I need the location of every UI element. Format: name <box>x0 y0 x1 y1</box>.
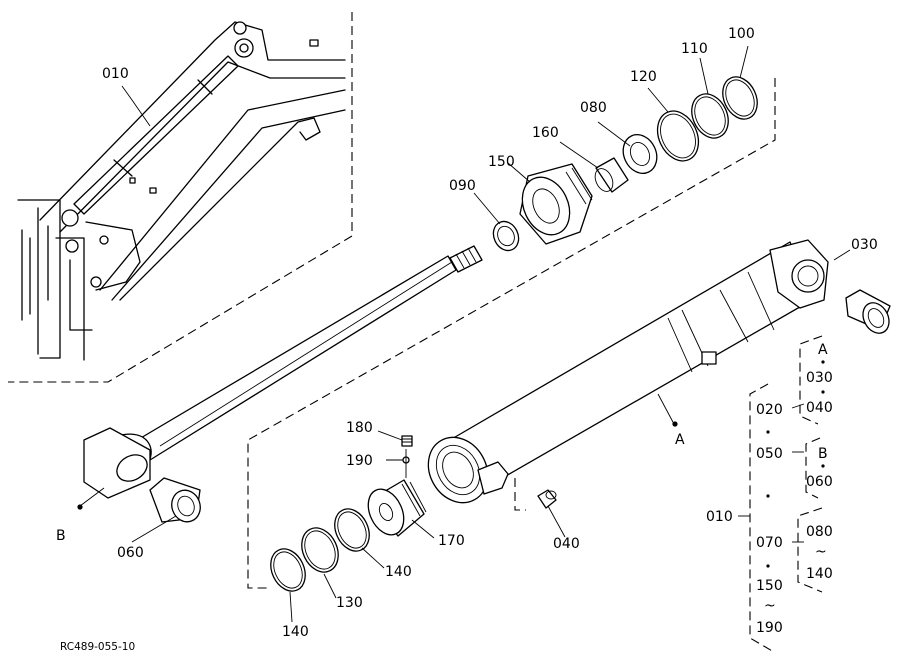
label-140-lower: 140 <box>282 624 309 640</box>
legend-020: 020 <box>756 402 783 418</box>
boom-inset-illustration <box>8 12 353 383</box>
grease-fitting-040 <box>537 489 557 509</box>
point-b-dot <box>77 504 83 510</box>
seal-090 <box>492 220 520 252</box>
setscrew-180 <box>401 435 413 447</box>
label-180: 180 <box>346 420 373 436</box>
label-090: 090 <box>449 178 476 194</box>
legend-tilde-2: ~ <box>815 544 827 560</box>
assembly-legend: 010 020 050 070 150 ~ 190 A 030 040 B 06… <box>706 335 833 653</box>
legend-150: 150 <box>756 578 783 594</box>
ring-140-lower <box>270 548 306 592</box>
label-point-b: B <box>56 528 66 544</box>
ring-100 <box>722 76 758 120</box>
label-190: 190 <box>346 453 373 469</box>
cylinder-tube <box>427 239 829 504</box>
legend-b-head: B <box>818 446 828 462</box>
ring-130 <box>301 527 339 573</box>
label-130: 130 <box>336 595 363 611</box>
legend-a-040: 040 <box>806 400 833 416</box>
rod-cover-150 <box>519 163 593 245</box>
point-a-dot <box>672 421 678 427</box>
label-040: 040 <box>553 536 580 552</box>
label-080: 080 <box>580 100 607 116</box>
legend-root-010: 010 <box>706 509 733 525</box>
bushing-030 <box>845 289 891 334</box>
label-170: 170 <box>438 533 465 549</box>
label-point-a: A <box>675 432 685 448</box>
legend-070: 070 <box>756 535 783 551</box>
bushing-160 <box>594 157 629 193</box>
label-160: 160 <box>532 125 559 141</box>
tube-group-frame <box>514 478 526 511</box>
drawing-reference: RC489-055-10 <box>60 641 135 653</box>
label-060: 060 <box>117 545 144 561</box>
label-100: 100 <box>728 26 755 42</box>
seal-080 <box>622 134 658 174</box>
label-150: 150 <box>488 154 515 170</box>
legend-a-head: A <box>818 342 828 358</box>
label-140-upper: 140 <box>385 564 412 580</box>
label-120: 120 <box>630 69 657 85</box>
piston-170 <box>367 479 427 537</box>
legend-050: 050 <box>756 446 783 462</box>
legend-tilde-1: ~ <box>764 598 776 614</box>
label-110: 110 <box>681 41 708 57</box>
ring-120 <box>656 110 700 162</box>
legend-190: 190 <box>756 620 783 636</box>
piston-rod <box>83 245 483 499</box>
legend-a-030: 030 <box>806 370 833 386</box>
legend-080: 080 <box>806 524 833 540</box>
legend-140: 140 <box>806 566 833 582</box>
ring-110 <box>691 93 729 139</box>
leader-lines <box>79 45 851 623</box>
legend-b-060: 060 <box>806 474 833 490</box>
bushing-060 <box>149 477 201 523</box>
ring-140-upper <box>334 508 370 552</box>
label-010: 010 <box>102 66 129 82</box>
label-030: 030 <box>851 237 878 253</box>
